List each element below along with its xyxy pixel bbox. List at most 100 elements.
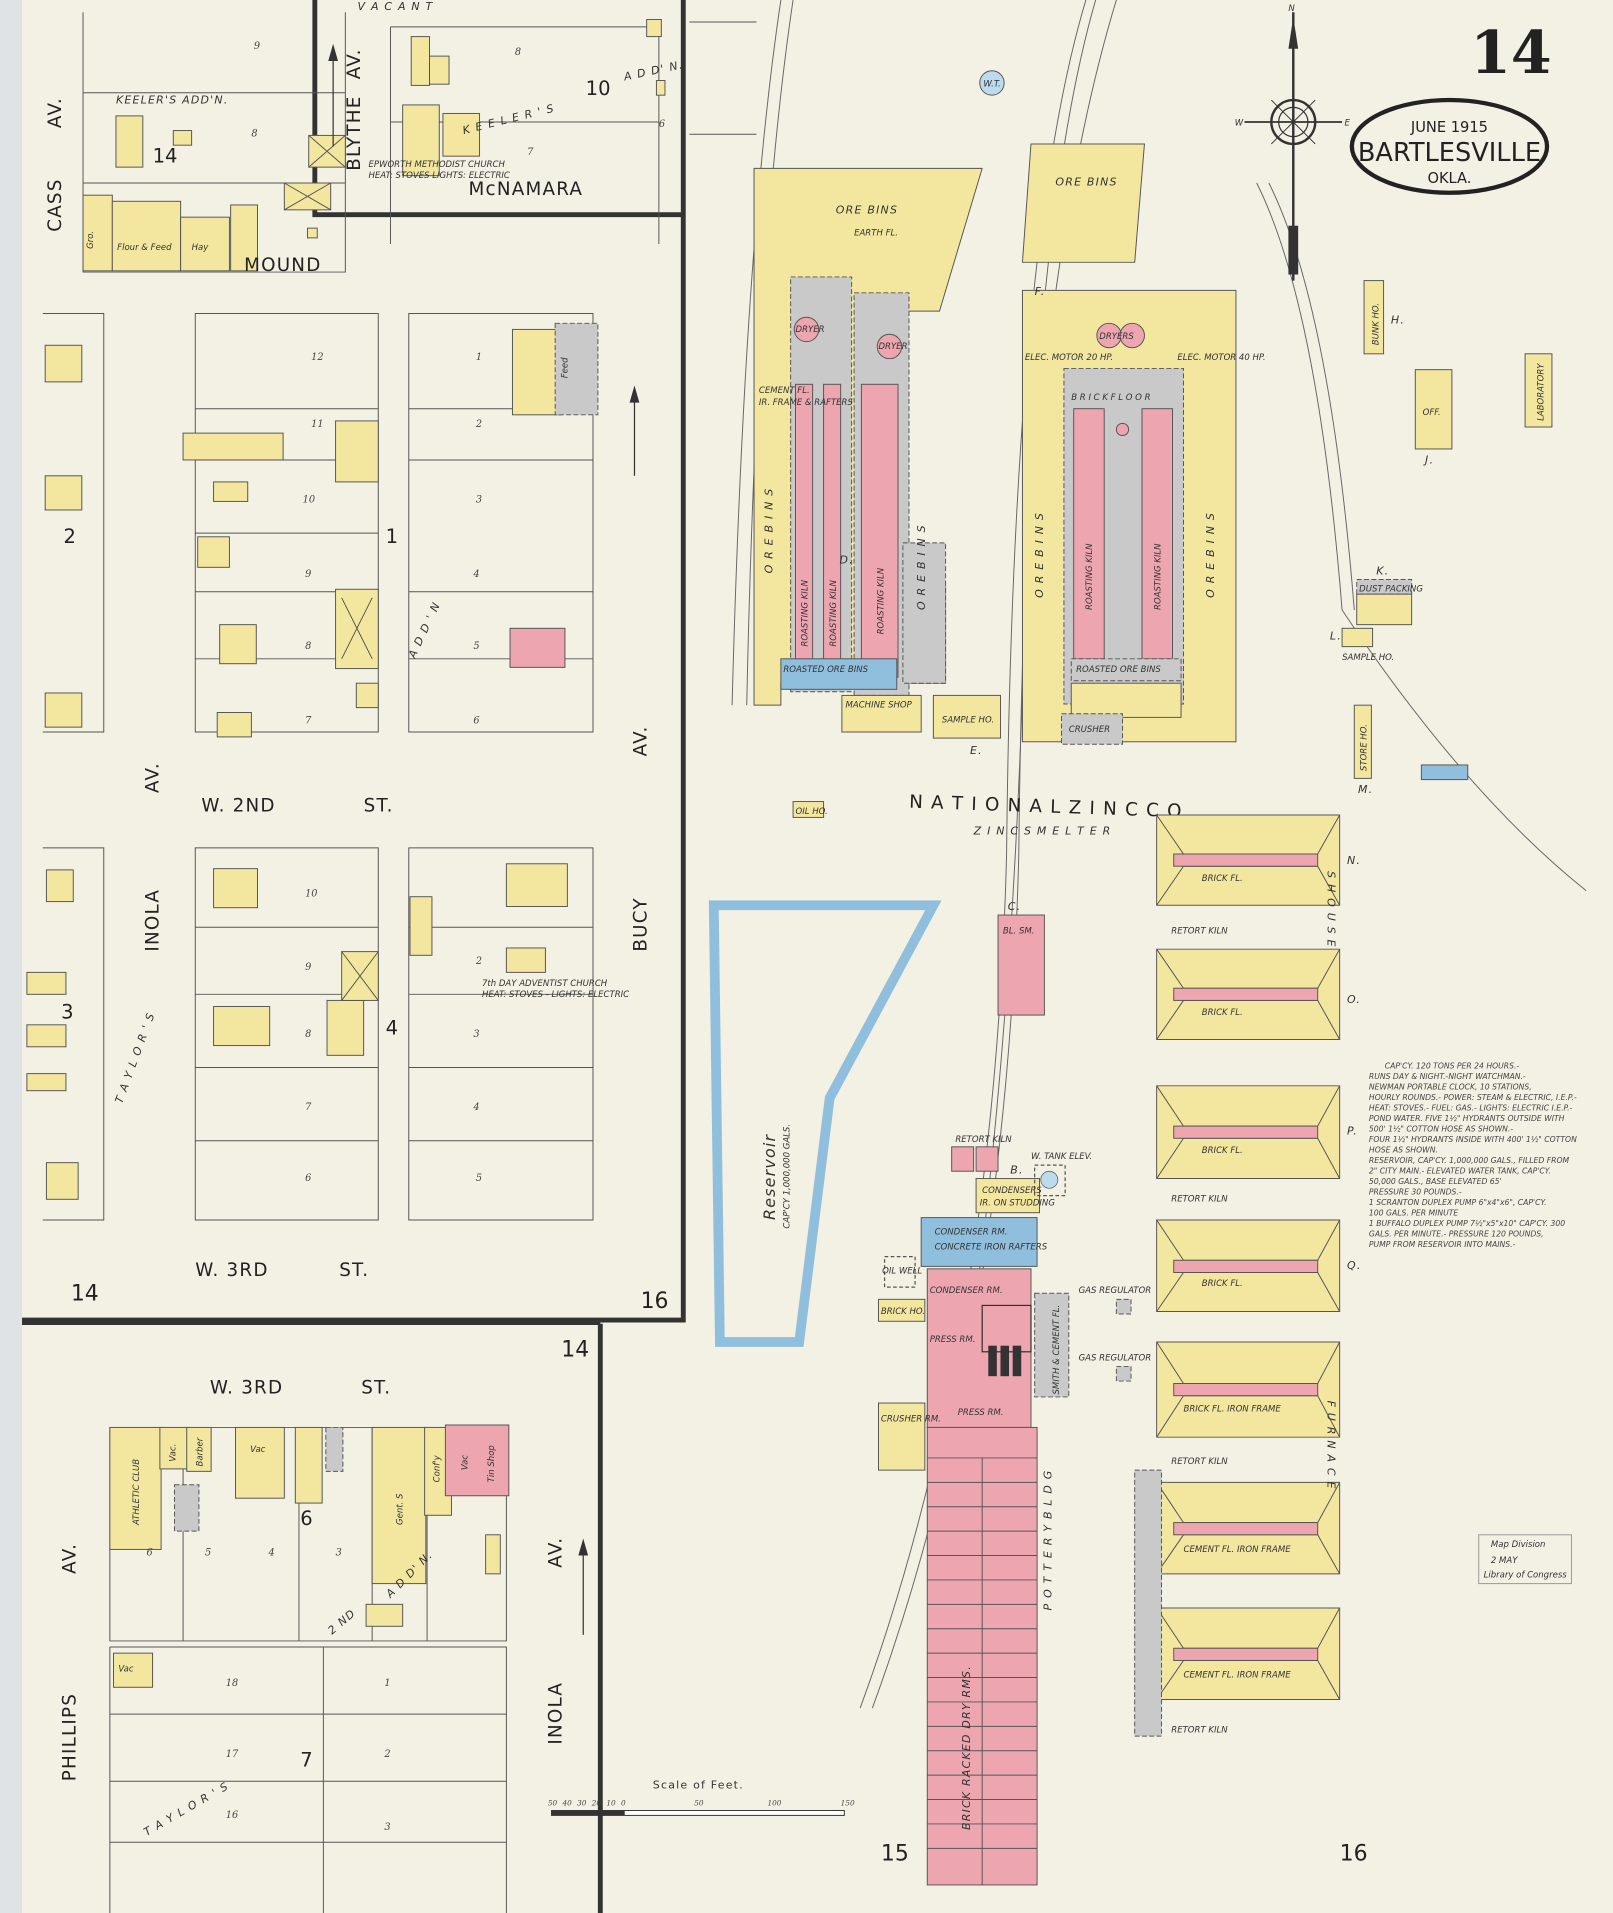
- building-label: B R I C K F L O O R: [1071, 393, 1150, 403]
- building-label: Feed: [560, 357, 570, 378]
- building-label: F U R N A C E: [1324, 1401, 1337, 1490]
- note-line: CAP'CY. 120 TONS PER 24 HOURS.-: [1385, 1062, 1520, 1071]
- building-label: GAS REGULATOR: [1079, 1286, 1152, 1296]
- north-arrow-icon: [328, 43, 339, 62]
- fire-protection-notes: CAP'CY. 120 TONS PER 24 HOURS.-RUNS DAY …: [1369, 1062, 1577, 1249]
- note-line: 500' 1½" COTTON HOSE AS SHOWN.-: [1369, 1125, 1513, 1134]
- note-line: 1 BUFFALO DUPLEX PUMP 7½"x5"x10" CAP'CY.…: [1369, 1219, 1565, 1228]
- building-label: BRICK FL.: [1202, 1146, 1243, 1156]
- section-letter: K.: [1376, 565, 1389, 578]
- block-number: 10: [586, 77, 611, 100]
- company-subtitle: Z I N C S M E L T E R: [973, 824, 1112, 837]
- adjoining-sheet-ref: 14: [561, 1338, 589, 1363]
- building-label: PRESS RM.: [958, 1408, 1004, 1418]
- lot-number: 7: [527, 147, 534, 158]
- building-label: CONDENSERS: [982, 1186, 1042, 1196]
- building-label: BUNK HO.: [1372, 303, 1382, 345]
- street-suffix: ST.: [364, 795, 394, 816]
- adjoining-sheet-ref: 16: [641, 1289, 669, 1314]
- lot-number: 7: [305, 715, 312, 726]
- lot-number: 6: [305, 1173, 311, 1184]
- lot-number: 2: [475, 419, 482, 430]
- building-label: O R E B I N S: [1033, 512, 1046, 598]
- building-label: BRICK FL.: [1202, 1008, 1243, 1018]
- library-stamp: Map Division 2 MAY Library of Congress: [1478, 1534, 1572, 1585]
- building-label: Gro.: [86, 231, 96, 249]
- church-label: EPWORTH METHODIST CHURCH: [369, 160, 506, 170]
- map-state: OKLA.: [1427, 170, 1471, 187]
- scale-tick-label: 10: [606, 1799, 616, 1808]
- scale-tick-label: 40: [561, 1799, 572, 1808]
- building-label: LABORATORY: [1536, 363, 1546, 421]
- building-label: RETORT KILN: [1171, 926, 1228, 936]
- block-number: 6: [300, 1507, 312, 1530]
- note-line: FOUR 1½" HYDRANTS INSIDE WITH 400' 1½" C…: [1369, 1135, 1577, 1144]
- building-label: BRICK RACKED DRY RMS.: [960, 1665, 973, 1830]
- north-arrow-icon: [578, 1538, 589, 1556]
- lot-number: 3: [336, 1548, 342, 1559]
- lot-number: 7: [305, 1102, 312, 1113]
- street-suffix: AV.: [545, 1537, 566, 1568]
- lot-number: 3: [476, 495, 482, 506]
- building-label: CRUSHER: [1069, 725, 1110, 735]
- building-label: CEMENT FL. IRON FRAME: [1183, 1671, 1291, 1681]
- lot-number: 9: [305, 569, 311, 580]
- furnace-houses: BRICK FL. BRICK FL. BRICK FL. BRICK FL. …: [1134, 814, 1360, 1737]
- building-label: Barber: [196, 1437, 206, 1466]
- compass-east: E: [1345, 119, 1351, 129]
- section-letter: C.: [1008, 900, 1022, 913]
- east-outbuildings: BUNK HO. OFF. LABORATORY STORE HO. DUST …: [839, 280, 1553, 1177]
- building-label: IR. ON STUDDING: [980, 1198, 1056, 1208]
- lot-number: 1: [384, 1678, 390, 1689]
- lot-number: 5: [473, 641, 479, 652]
- building-label: CRUSHER RM.: [881, 1414, 941, 1424]
- scan-margin: [0, 0, 23, 1913]
- block-10: V A C A N T EPWORTH METHODIST CHURCH HEA…: [328, 0, 757, 245]
- kiln-label: ROASTING KILN: [876, 567, 886, 634]
- note-line: 100 GALS. PER MINUTE: [1369, 1209, 1458, 1218]
- adjoining-sheet-ref: 15: [881, 1842, 909, 1867]
- building-label: ROASTED ORE BINS: [1076, 665, 1161, 675]
- building-label: Vac: [250, 1445, 266, 1455]
- note-line: PRESSURE 30 POUNDS.-: [1369, 1188, 1462, 1197]
- sheet-number: 14: [1470, 18, 1551, 87]
- building-label: ATHLETIC CLUB: [132, 1459, 142, 1526]
- building-label: OIL HO.: [796, 807, 828, 817]
- lot-number: 3: [384, 1822, 390, 1833]
- building-label: OFF.: [1423, 408, 1441, 418]
- lot-number: 5: [205, 1548, 211, 1559]
- reservoir: [708, 900, 942, 1347]
- note-line: 1 SCRANTON DUPLEX PUMP 6"x4"x6", CAP'CY.: [1369, 1198, 1547, 1207]
- block-number: 7: [300, 1749, 312, 1772]
- scale-tick-label: 100: [767, 1799, 781, 1808]
- smelter-west: ORE BINS EARTH FL. DRYER DRYER CEMENT FL…: [753, 167, 1001, 739]
- building-label: Gent. S: [396, 1493, 406, 1525]
- note-line: 2" CITY MAIN.- ELEVATED WATER TANK, CAP'…: [1369, 1167, 1551, 1176]
- building-label: CONCRETE IRON RAFTERS: [935, 1242, 1048, 1252]
- building-label: W.T.: [983, 80, 1000, 90]
- lot-number: 4: [472, 1102, 479, 1113]
- note-line: RUNS DAY & NIGHT.-NIGHT WATCHMAN.-: [1369, 1072, 1526, 1081]
- building-label: SMITH & CEMENT FL.: [1052, 1305, 1062, 1395]
- blacksmith-shop: [997, 914, 1045, 1016]
- street-w-2nd: W. 2ND: [201, 795, 275, 816]
- lot-number: 8: [515, 47, 521, 58]
- building-label: EARTH FL.: [854, 228, 898, 238]
- street-suffix: AV.: [45, 97, 66, 128]
- building-label: Flour & Feed: [117, 243, 172, 253]
- section-letter: D.: [839, 554, 853, 567]
- street-cass: CASS: [45, 178, 66, 231]
- section-letter: E.: [970, 744, 983, 757]
- lot-number: 18: [226, 1678, 238, 1689]
- building-label: Tin Shop: [487, 1445, 497, 1483]
- lot-number: 6: [146, 1548, 152, 1559]
- kiln-label: ROASTING KILN: [829, 579, 839, 646]
- street-suffix: ST.: [339, 1260, 369, 1281]
- lot-number: 4: [472, 569, 479, 580]
- building-label: Vac.: [169, 1444, 179, 1462]
- scale-tick-label: 50: [548, 1799, 558, 1808]
- building-label: BRICK FL.: [1202, 1279, 1243, 1289]
- street-suffix: AV.: [143, 762, 164, 793]
- building-label: Vac: [460, 1455, 470, 1471]
- stamp-text: Library of Congress: [1484, 1570, 1568, 1580]
